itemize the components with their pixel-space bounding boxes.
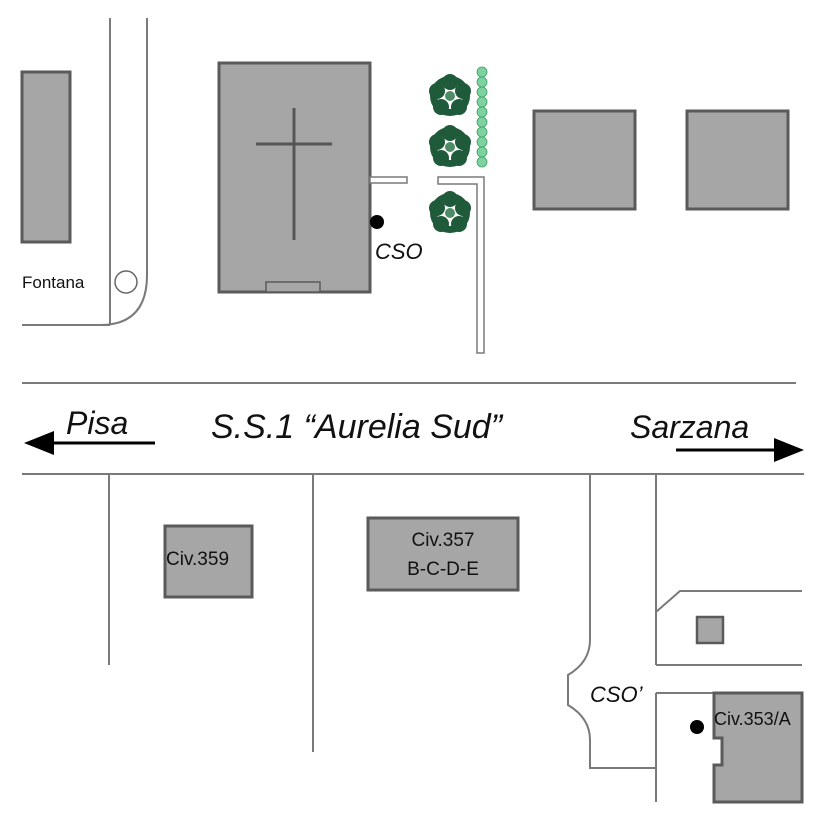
direction-pisa: Pisa [66, 405, 128, 441]
cso-marker-icon [370, 215, 384, 229]
arrow-right-icon [676, 438, 804, 462]
tree-icon [429, 125, 471, 167]
tree-icon [429, 74, 471, 116]
civ353a-label: Civ.353/A [714, 709, 791, 729]
fountain-icon [114, 270, 138, 294]
building-top-right-1 [532, 109, 637, 211]
hedge-icon [476, 66, 488, 168]
direction-sarzana: Sarzana [630, 409, 749, 445]
building-small-square [695, 615, 725, 645]
building-civ357 [366, 516, 520, 592]
fontana-label: Fontana [22, 273, 85, 292]
road-lines-top [22, 18, 148, 326]
church-building [217, 61, 372, 294]
road-lines-bottom [108, 474, 802, 802]
building-left-edge [20, 70, 72, 244]
arrow-left-icon [24, 431, 155, 455]
cso-prime-marker-icon [690, 720, 704, 734]
building-civ353a [712, 691, 804, 804]
civ357-label-line2: B-C-D-E [407, 559, 479, 580]
tree-icon [429, 191, 471, 233]
civ357-label-line1: Civ.357 [411, 530, 474, 551]
civ359-label: Civ.359 [166, 549, 229, 570]
building-top-right-2 [685, 109, 790, 211]
cso-prime-label: CSO’ [590, 682, 644, 707]
fence-walls [369, 176, 485, 354]
building-civ359 [163, 524, 254, 599]
cross-icon [256, 108, 332, 240]
main-road [22, 382, 804, 475]
cso-label: CSO [375, 239, 423, 264]
road-name: S.S.1 “Aurelia Sud” [211, 408, 504, 446]
